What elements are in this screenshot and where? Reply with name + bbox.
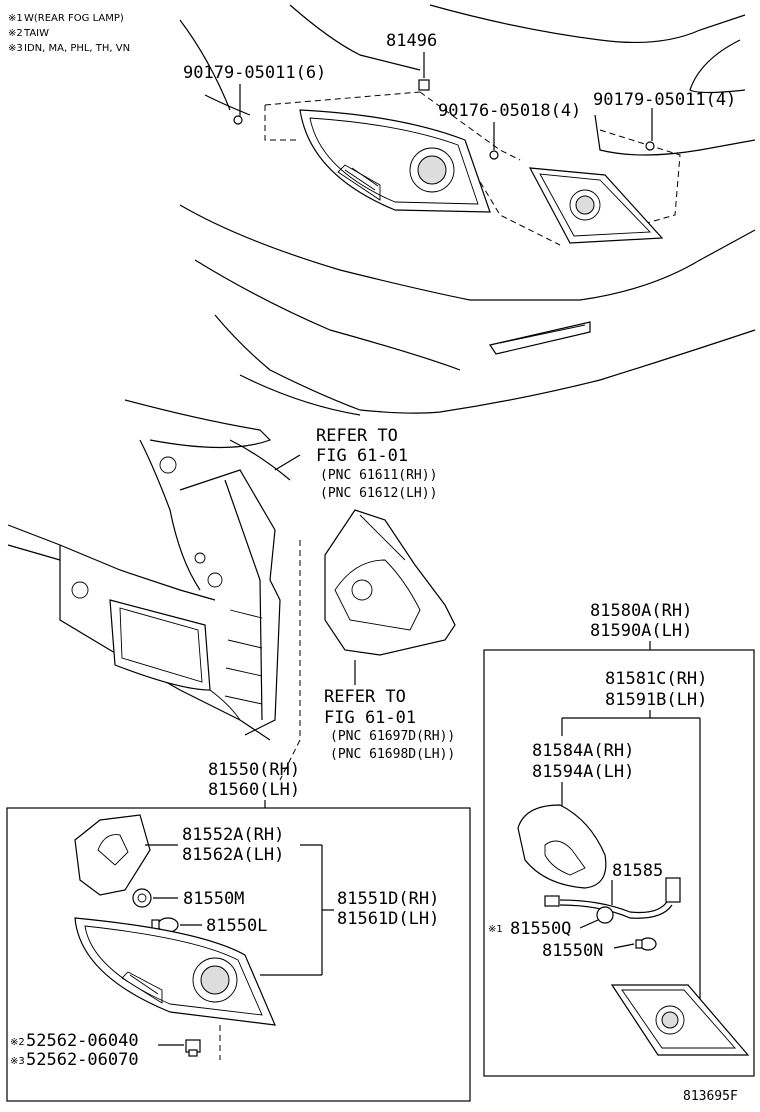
mounting-dashed-outlines bbox=[239, 91, 681, 781]
label-52562-06070: 52562-06070 bbox=[26, 1050, 139, 1070]
label-81551d-rh: 81551D(RH) bbox=[337, 889, 439, 909]
label-81584a-rh: 81584A(RH) bbox=[532, 741, 634, 761]
vehicle-rear-body bbox=[179, 4, 756, 416]
box-81550-assembly bbox=[6, 807, 471, 1102]
figure-code: 813695F bbox=[683, 1089, 738, 1104]
label-81550q: 81550Q bbox=[510, 919, 571, 939]
note-3-text: IDN, MA, PHL, TH, VN bbox=[24, 43, 130, 54]
refer2-line2: FIG 61-01 bbox=[324, 708, 416, 728]
gasket-81552a bbox=[74, 814, 151, 896]
bulb-socket-icon bbox=[132, 888, 152, 908]
label-52562-06040: 52562-06040 bbox=[26, 1031, 139, 1051]
label-81594a-lh: 81594A(LH) bbox=[532, 762, 634, 782]
gasket-81584a bbox=[517, 804, 607, 889]
label-90176: 90176-05018(4) bbox=[438, 101, 581, 121]
bracket-81551d bbox=[260, 844, 334, 976]
note-1-mark: ※1 bbox=[8, 13, 23, 24]
label-52562-06070-mark: ※3 bbox=[10, 1056, 25, 1067]
label-81590a-lh: 81590A(LH) bbox=[590, 621, 692, 641]
bracket-81581c bbox=[561, 710, 701, 1005]
tail-lamp-inner-part bbox=[610, 984, 750, 1056]
label-90179-left: 90179-05011(6) bbox=[183, 63, 326, 83]
note-3-mark: ※3 bbox=[8, 43, 23, 54]
refer1-line4: (PNC 61612(LH)) bbox=[320, 486, 437, 501]
nut-right-icon bbox=[645, 141, 655, 151]
socket-81550m bbox=[132, 888, 152, 908]
label-81560-lh: 81560(LH) bbox=[208, 780, 300, 800]
refer2-line1: REFER TO bbox=[324, 687, 406, 707]
tail-lamp-inner-installed bbox=[528, 167, 664, 244]
label-81496: 81496 bbox=[386, 31, 437, 51]
clip-52562 bbox=[185, 1039, 201, 1057]
label-52562-06040-mark: ※2 bbox=[10, 1037, 25, 1048]
label-81585: 81585 bbox=[612, 861, 663, 881]
label-81580a-rh: 81580A(RH) bbox=[590, 601, 692, 621]
notes-legend: ※1 W(REAR FOG LAMP) ※2 TAIW ※3 IDN, MA, … bbox=[8, 13, 130, 54]
fasteners-top bbox=[233, 79, 655, 160]
label-90179-right: 90179-05011(4) bbox=[593, 90, 736, 110]
nut-left-icon bbox=[233, 115, 243, 125]
label-81550n: 81550N bbox=[542, 941, 603, 961]
label-81550m: 81550M bbox=[183, 889, 244, 909]
clip-81496-icon bbox=[418, 79, 430, 91]
label-81550-rh: 81550(RH) bbox=[208, 760, 300, 780]
box-81580a-assembly bbox=[483, 649, 755, 1077]
label-81591b-lh: 81591B(LH) bbox=[605, 690, 707, 710]
refer2-line4: (PNC 61698D(LH)) bbox=[330, 747, 455, 762]
note-1-text: W(REAR FOG LAMP) bbox=[24, 13, 124, 24]
bulb-81550n bbox=[635, 937, 657, 951]
refer1-line2: FIG 61-01 bbox=[316, 446, 408, 466]
connector-icon bbox=[665, 877, 681, 903]
extension-panel bbox=[324, 509, 456, 656]
socket-81550q-icon bbox=[596, 906, 614, 924]
label-81552a-rh: 81552A(RH) bbox=[182, 825, 284, 845]
label-81550l: 81550L bbox=[206, 916, 267, 936]
label-81561d-lh: 81561D(LH) bbox=[337, 909, 439, 929]
leader-refer-1 bbox=[274, 454, 301, 471]
nut-middle-icon bbox=[489, 150, 499, 160]
wire-harness-81585 bbox=[544, 877, 681, 924]
label-81562a-lh: 81562A(LH) bbox=[182, 845, 284, 865]
note-2-mark: ※2 bbox=[8, 28, 23, 39]
refer2-line3: (PNC 61697D(RH)) bbox=[330, 729, 455, 744]
refer1-line1: REFER TO bbox=[316, 426, 398, 446]
quarter-panel-inner bbox=[7, 399, 291, 741]
refer1-line3: (PNC 61611(RH)) bbox=[320, 468, 437, 483]
label-81550q-mark: ※1 bbox=[488, 924, 503, 935]
label-81581c-rh: 81581C(RH) bbox=[605, 669, 707, 689]
note-2-text: TAIW bbox=[23, 28, 49, 39]
tail-lamp-outer-installed bbox=[299, 109, 491, 213]
tail-lamp-outer-part bbox=[74, 917, 276, 1026]
leaders-top bbox=[239, 52, 653, 150]
